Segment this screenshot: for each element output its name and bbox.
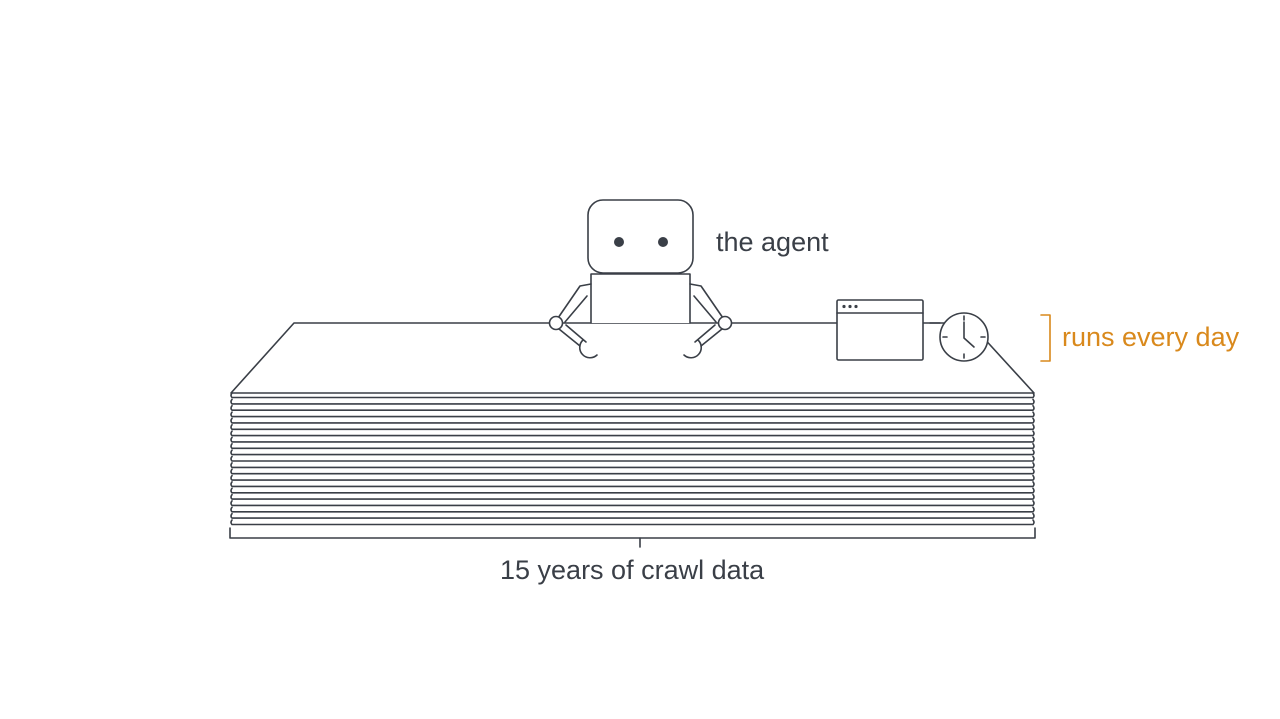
data-sheet bbox=[230, 462, 1035, 469]
data-sheet bbox=[230, 443, 1035, 450]
data-sheet bbox=[230, 424, 1035, 431]
browser-window-icon bbox=[836, 299, 924, 361]
robot-icon bbox=[548, 199, 733, 359]
data-sheet bbox=[230, 506, 1035, 513]
data-sheet bbox=[230, 519, 1035, 526]
data-sheet bbox=[230, 481, 1035, 488]
data-sheet bbox=[230, 430, 1035, 437]
data-sheet bbox=[230, 500, 1035, 507]
data-sheet bbox=[230, 487, 1035, 494]
robot-eye-left bbox=[614, 237, 624, 247]
robot-arm-right bbox=[683, 283, 733, 359]
data-sheet bbox=[230, 436, 1035, 443]
robot-head bbox=[587, 199, 694, 274]
data-sheet bbox=[230, 493, 1035, 500]
dataset-label: 15 years of crawl data bbox=[500, 555, 765, 585]
data-sheet bbox=[230, 392, 1035, 399]
agent-label: the agent bbox=[716, 227, 829, 257]
robot-eye-right bbox=[658, 237, 668, 247]
schedule-bracket bbox=[1040, 314, 1051, 362]
data-sheet bbox=[230, 449, 1035, 456]
data-sheet bbox=[230, 398, 1035, 405]
clock-icon bbox=[939, 312, 989, 362]
schedule-label: runs every day bbox=[1062, 322, 1240, 352]
data-sheet bbox=[230, 455, 1035, 462]
data-sheet bbox=[230, 474, 1035, 481]
data-sheet bbox=[230, 404, 1035, 411]
robot-torso bbox=[590, 273, 691, 324]
robot-arm-left bbox=[548, 283, 598, 359]
dataset-bracket bbox=[229, 527, 1036, 548]
data-sheet bbox=[230, 417, 1035, 424]
data-sheet bbox=[230, 411, 1035, 418]
data-sheet bbox=[230, 468, 1035, 475]
data-sheet bbox=[230, 512, 1035, 519]
data-stack bbox=[230, 392, 1035, 526]
